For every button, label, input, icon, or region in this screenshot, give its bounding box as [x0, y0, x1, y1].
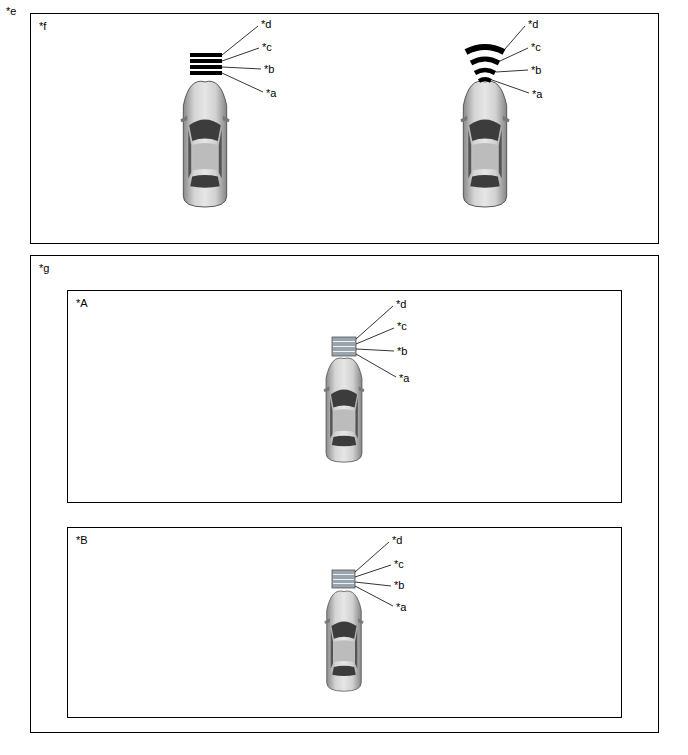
- callout-label: *d: [396, 298, 406, 311]
- callout-label: *b: [264, 63, 274, 76]
- frame-label: *g: [39, 262, 49, 274]
- callout-label: *a: [399, 372, 409, 385]
- callout-label: *d: [261, 18, 271, 31]
- callout-label: *a: [532, 88, 542, 101]
- callout-label: *b: [531, 64, 541, 77]
- callout-label: *b: [394, 579, 404, 592]
- callout-label: *a: [266, 87, 276, 100]
- frame-label: *B: [76, 534, 88, 546]
- frame-label: *A: [76, 297, 88, 309]
- callout-label: *a: [396, 601, 406, 614]
- group-frame: *f: [30, 13, 659, 244]
- group-frame: *g *A *B: [30, 255, 659, 733]
- frame-label: *f: [39, 20, 46, 32]
- callout-label: *c: [531, 41, 541, 54]
- callout-label: *d: [392, 534, 402, 547]
- callout-label: *d: [528, 18, 538, 31]
- figure-label: *e: [6, 5, 16, 18]
- callout-label: *c: [397, 320, 407, 333]
- callout-label: *b: [397, 345, 407, 358]
- callout-label: *c: [394, 558, 404, 571]
- group-frame: *B: [67, 527, 622, 718]
- callout-label: *c: [262, 41, 272, 54]
- group-frame: *A: [67, 290, 622, 503]
